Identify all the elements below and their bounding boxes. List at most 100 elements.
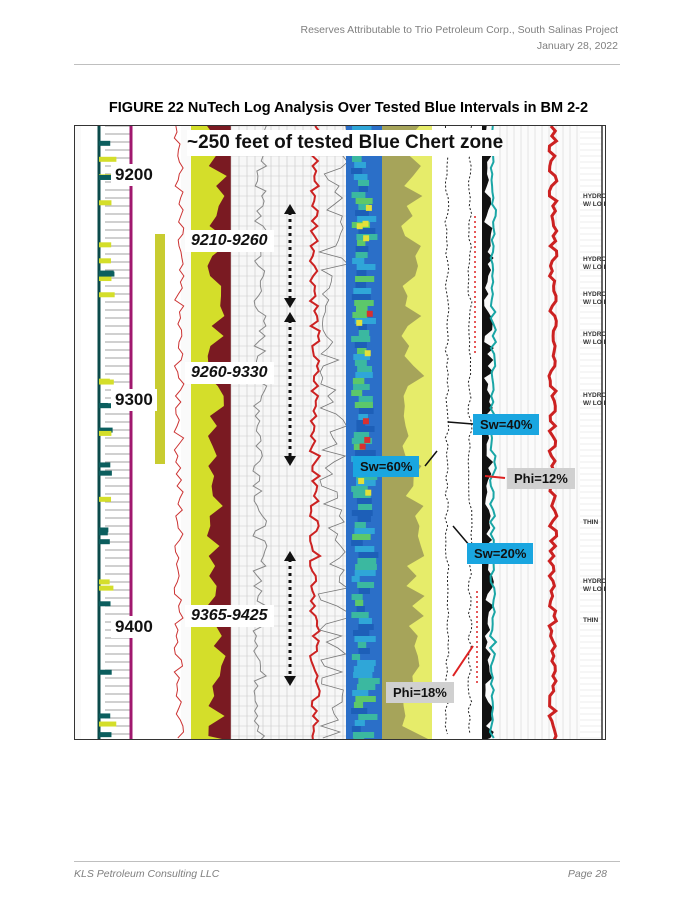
spectral-cell [358, 396, 373, 402]
spectral-cell [355, 600, 364, 606]
spectral-cell [353, 444, 365, 450]
spectral-cell [356, 606, 365, 612]
spectral-cell [352, 690, 369, 696]
lithology-mark [99, 721, 117, 727]
spectral-cell [351, 486, 368, 492]
spectral-hot [363, 235, 370, 242]
pointer-line [484, 475, 506, 479]
spectral-cell [357, 180, 370, 186]
spectral-cell [357, 240, 366, 246]
spectral-cell [354, 162, 366, 168]
spectral-cell [355, 252, 368, 258]
spectral-hot [356, 319, 363, 326]
spectral-cell [353, 738, 365, 739]
shaded-zone [155, 234, 165, 464]
spectral-cell [354, 528, 375, 534]
lithology-mark [99, 200, 112, 206]
spectral-cell [355, 372, 373, 378]
lithology-mark [99, 669, 112, 675]
spectral-hot [364, 350, 371, 357]
depth-label-9300: 9300 [111, 389, 157, 411]
yellow-fill [401, 126, 432, 739]
phi-12-callout: Phi=12% [507, 468, 575, 489]
track-note-line2: W/ LO PERM [583, 339, 605, 346]
spectral-cell [355, 198, 373, 204]
track-note: HYDROCARBW/ LO PERM [583, 331, 605, 347]
spectral-cell [356, 426, 375, 432]
pointer-line [447, 421, 474, 425]
spectral-hot [359, 443, 366, 450]
lithology-mark [99, 585, 114, 591]
spectral-cell [358, 228, 376, 234]
track-note-line1: HYDROCARB [583, 392, 606, 399]
maroon-fill [207, 126, 231, 739]
lithology-mark [99, 276, 112, 282]
spectral-cell [356, 474, 378, 480]
spectral-cell [356, 270, 367, 276]
spectral-cell [357, 642, 367, 648]
spectral-cell [351, 294, 371, 300]
lithology-mark [99, 156, 117, 162]
log-figure: ~250 feet of tested Blue Chert zone 9200… [74, 125, 606, 740]
spectral-cell [357, 516, 371, 522]
spectral-cell [356, 498, 372, 504]
figure-banner: ~250 feet of tested Blue Chert zone [187, 130, 503, 156]
curve [173, 126, 185, 739]
arrow-head [284, 298, 296, 308]
spectral-cell [357, 348, 367, 354]
pointer-line [452, 645, 474, 677]
figure-title: FIGURE 22 NuTech Log Analysis Over Teste… [108, 100, 589, 116]
phi-18-callout: Phi=18% [386, 682, 454, 703]
spectral-hot [365, 489, 372, 496]
spectral-cell [354, 522, 366, 528]
track-note: HYDROCARBW/ LO PERM [583, 578, 606, 594]
spectral-cell [351, 438, 373, 444]
lithology-mark [99, 427, 113, 433]
arrow-head [284, 204, 296, 214]
header-divider [74, 64, 620, 65]
spectral-hot [365, 204, 372, 211]
spectral-cell [353, 354, 370, 360]
spectral-cell [358, 186, 368, 192]
spectral-cell [353, 384, 370, 390]
track-note-line1: HYDROCARB [583, 578, 606, 585]
spectral-cell [354, 360, 367, 366]
arrow-head [284, 312, 296, 322]
header-title: Reserves Attributable to Trio Petroleum … [300, 24, 619, 36]
curve [317, 126, 349, 739]
spectral-cell [351, 192, 366, 198]
depth-label-9200: 9200 [111, 164, 157, 186]
spectral-cell [351, 654, 361, 660]
lithology-mark [99, 462, 111, 468]
spectral-cell [358, 408, 374, 414]
lithology-mark [99, 292, 115, 298]
spectral-cell [353, 288, 372, 294]
lithology-mark [99, 496, 112, 502]
arrow-head [284, 676, 296, 686]
spectral-cell [352, 378, 365, 384]
spectral-cell [351, 510, 373, 516]
spectral-cell [352, 258, 365, 264]
spectral-cell [353, 492, 371, 498]
spectral-cell [353, 666, 375, 672]
log-tracks-image [75, 126, 605, 739]
spectral-cell [351, 156, 362, 162]
track-note: THIN [583, 519, 598, 527]
curve [308, 126, 322, 739]
track-note: HYDROCARBW/ LO PERM [583, 193, 605, 209]
spectral-cell [351, 594, 363, 600]
spectral-hot [358, 478, 365, 485]
spectral-hot [362, 220, 369, 227]
spectral-cell [355, 306, 368, 312]
spectral-cell [354, 636, 376, 642]
spectral-cell [353, 630, 370, 636]
spectral-cell [354, 402, 373, 408]
track-note: HYDROCARBW/ LO PERM [583, 256, 605, 272]
lithology-mark [99, 713, 111, 719]
spectral-cell [352, 126, 372, 132]
spectral-cell [352, 312, 368, 318]
track-note-line1: HYDROCARB [583, 291, 606, 298]
spectral-cell [358, 504, 373, 510]
spectral-cell [358, 204, 369, 210]
interval-label-3: 9365-9425 [185, 605, 274, 627]
